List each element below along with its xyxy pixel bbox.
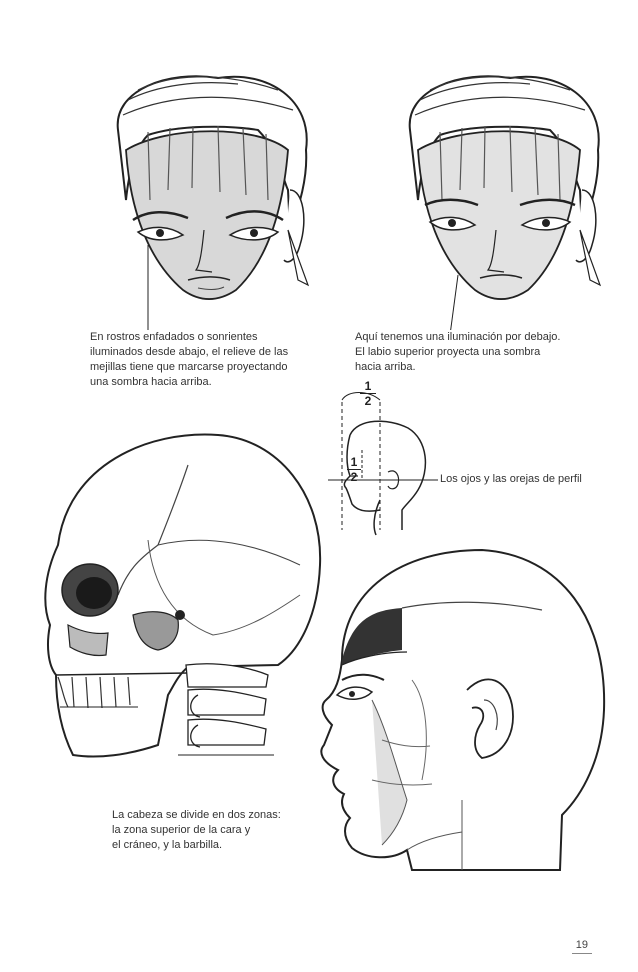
caption-head-zones: La cabeza se divide en dos zonas: la zon… xyxy=(112,809,281,851)
caption-profile-eyes-ears: Los ojos y las orejas de perfil xyxy=(440,473,582,485)
profile-head-illustration xyxy=(320,548,606,871)
ratio-side-fraction-bar xyxy=(347,469,361,470)
ratio-top-fraction-bar xyxy=(360,393,376,394)
ratio-side-numerator: 1 xyxy=(350,455,358,469)
ratio-top-numerator: 1 xyxy=(364,379,372,393)
page-number: 19 xyxy=(571,939,592,954)
underlit-face-illustration xyxy=(408,75,602,330)
ratio-top: 1 2 xyxy=(356,380,380,407)
ratio-side-denominator: 2 xyxy=(350,470,358,484)
angry-face-illustration xyxy=(116,75,310,330)
ratio-top-denominator: 2 xyxy=(364,394,372,408)
caption-lip-shadow: Aquí tenemos una iluminación por debajo.… xyxy=(355,331,561,373)
skull-illustration xyxy=(44,433,322,758)
caption-angry-face: En rostros enfadados o sonrientes ilumin… xyxy=(90,331,289,388)
profile-proportion-diagram xyxy=(328,392,438,536)
ratio-side: 1 2 xyxy=(344,456,364,483)
